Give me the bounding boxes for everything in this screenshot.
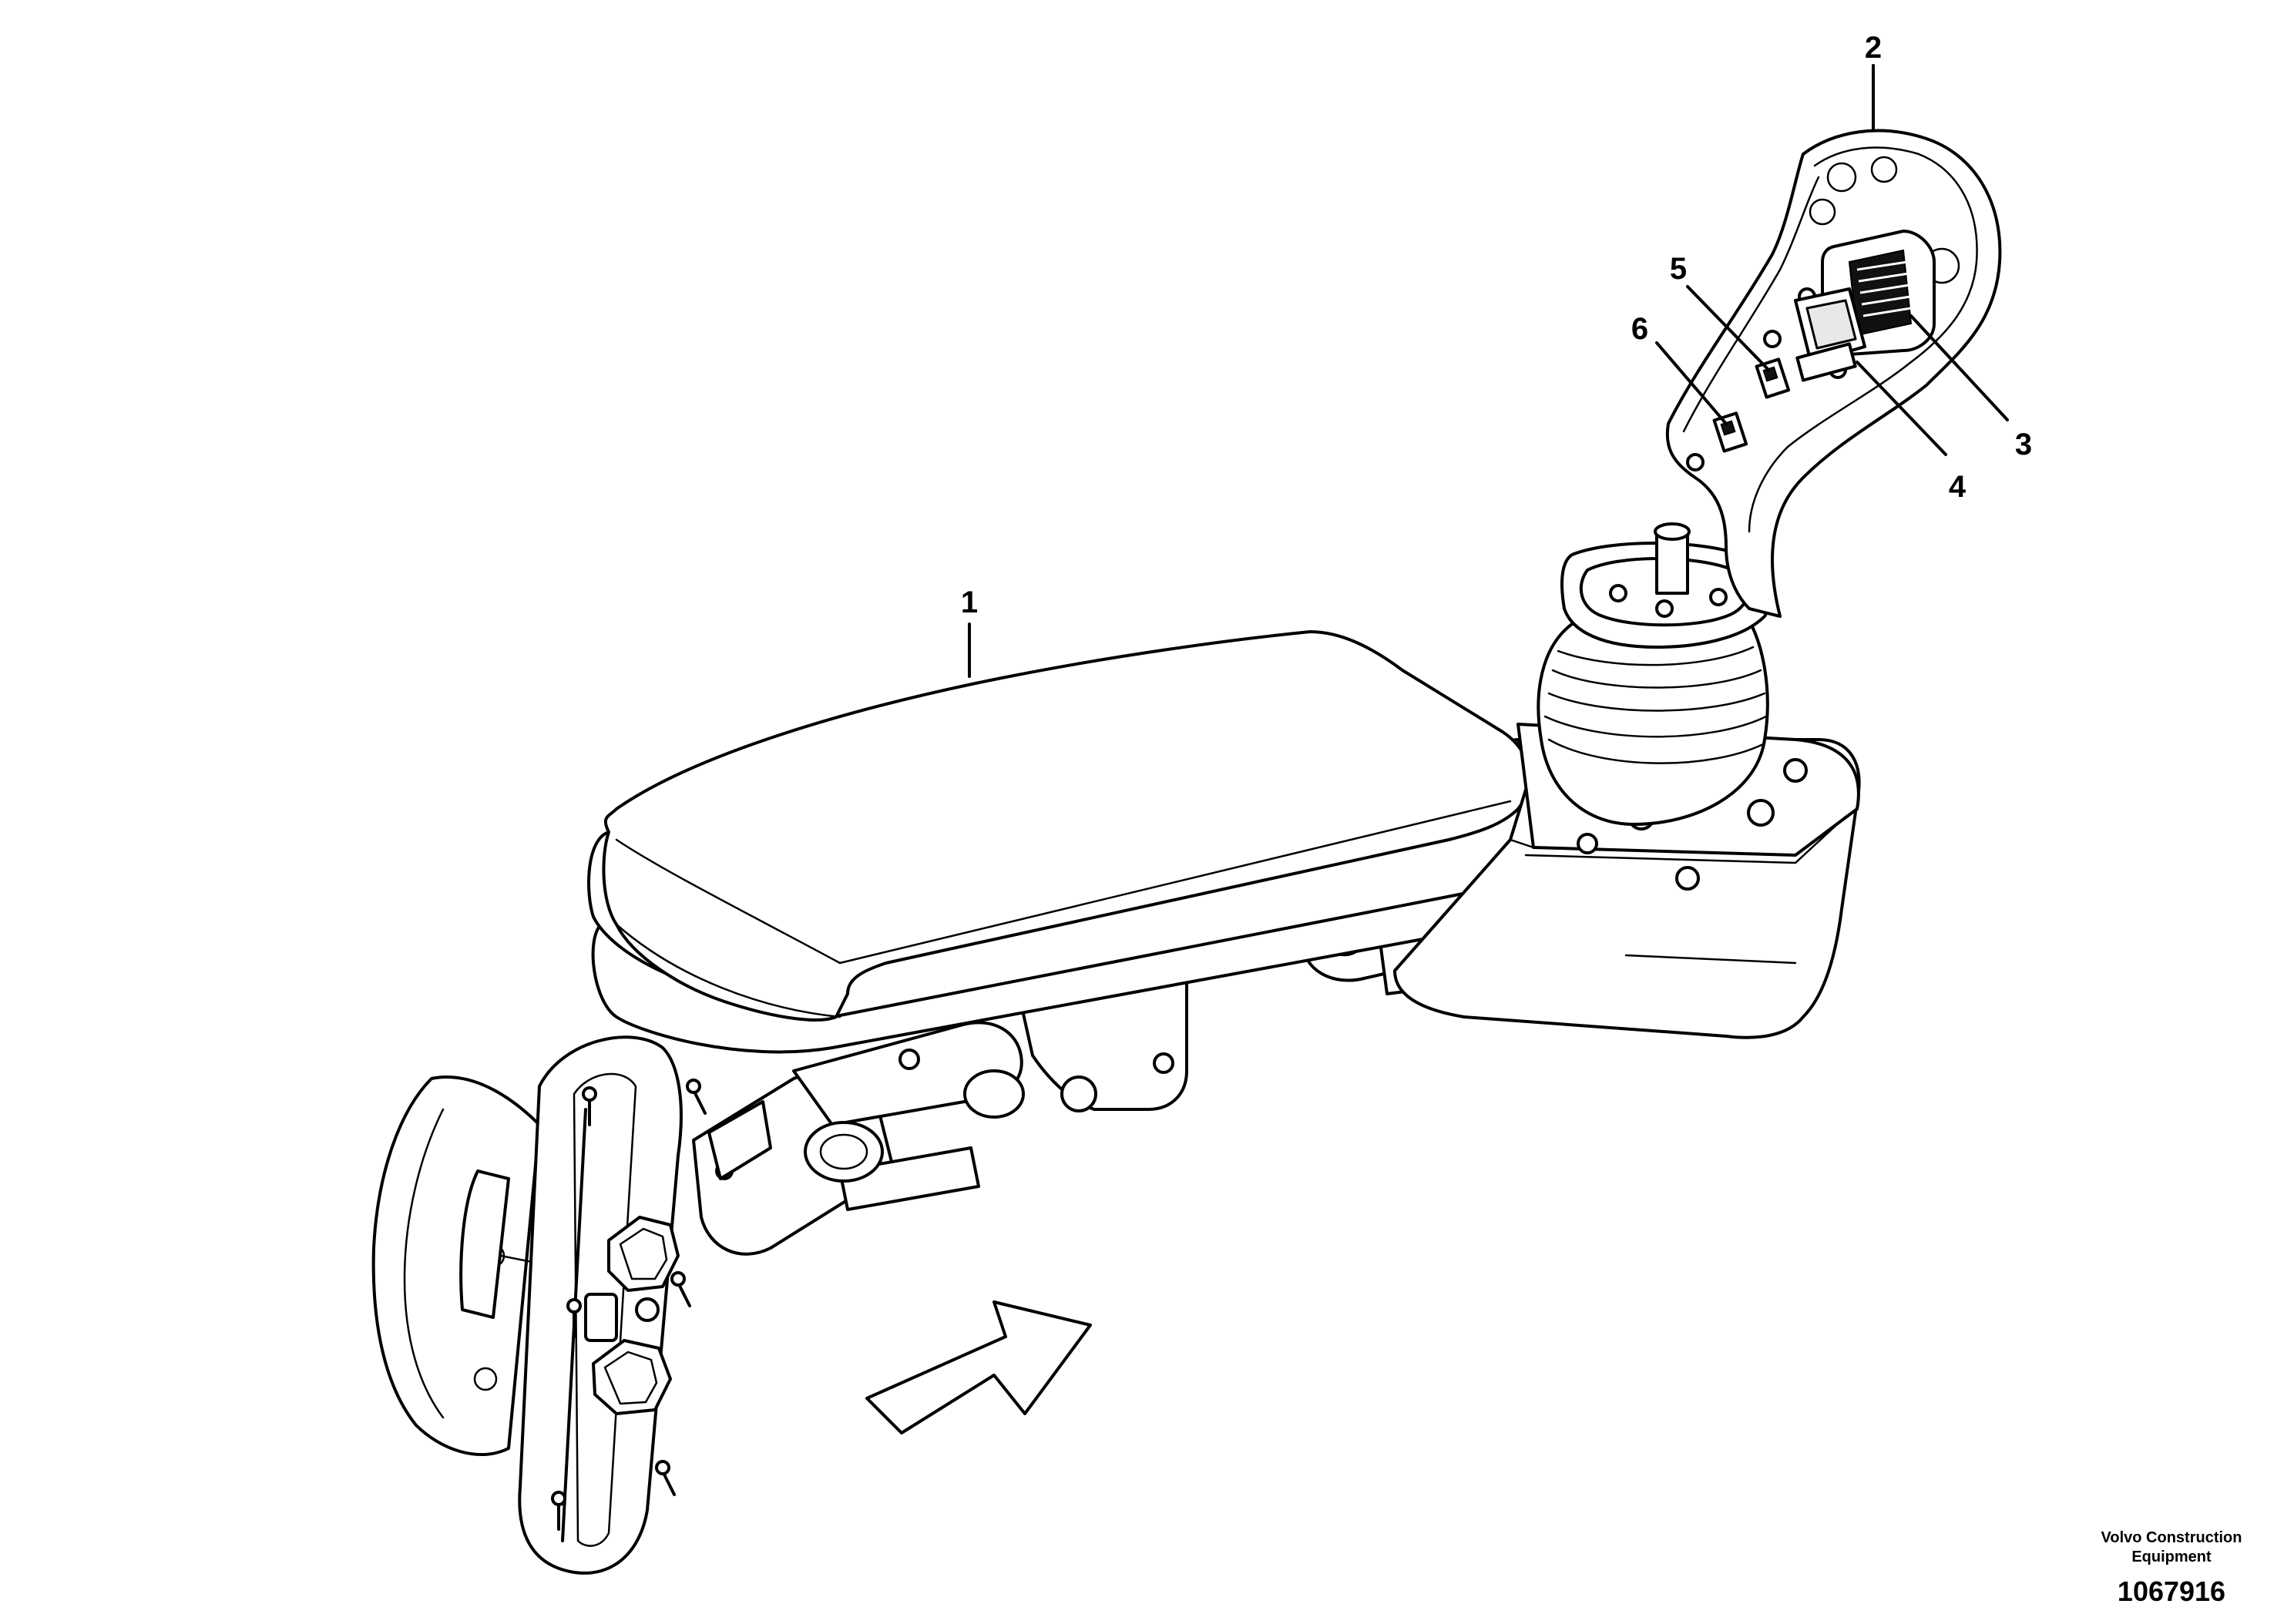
credit-line-2: Equipment <box>2131 1549 2212 1565</box>
joystick-bellows <box>1537 607 1769 826</box>
document-number: 1067916 <box>2118 1575 2225 1607</box>
armrest-pad <box>587 630 1537 1054</box>
direction-arrow <box>865 1300 1092 1434</box>
joystick-shaft <box>1654 522 1691 595</box>
micro-switch-6 <box>1712 411 1748 453</box>
callout-3: 3 <box>2015 428 2032 461</box>
footer-credit: Volvo Construction Equipment 1067916 <box>2101 1529 2242 1607</box>
rail-pins <box>551 1079 707 1531</box>
micro-switch-5 <box>1755 357 1791 399</box>
hinge-arm <box>692 1021 1025 1256</box>
callout-6: 6 <box>1631 312 1648 346</box>
callout-5: 5 <box>1670 252 1687 286</box>
callout-4: 4 <box>1949 470 1967 504</box>
credit-line-1: Volvo Construction <box>2101 1529 2242 1546</box>
switch-connector <box>1794 287 1866 382</box>
callout-2: 2 <box>1865 31 1882 65</box>
callout-1: 1 <box>961 586 978 619</box>
callout-labels: 1 2 3 4 5 6 <box>961 31 2032 619</box>
mounting-bracket <box>371 1075 541 1456</box>
adjustment-knobs <box>584 1216 680 1415</box>
leader-lines <box>968 64 2009 678</box>
